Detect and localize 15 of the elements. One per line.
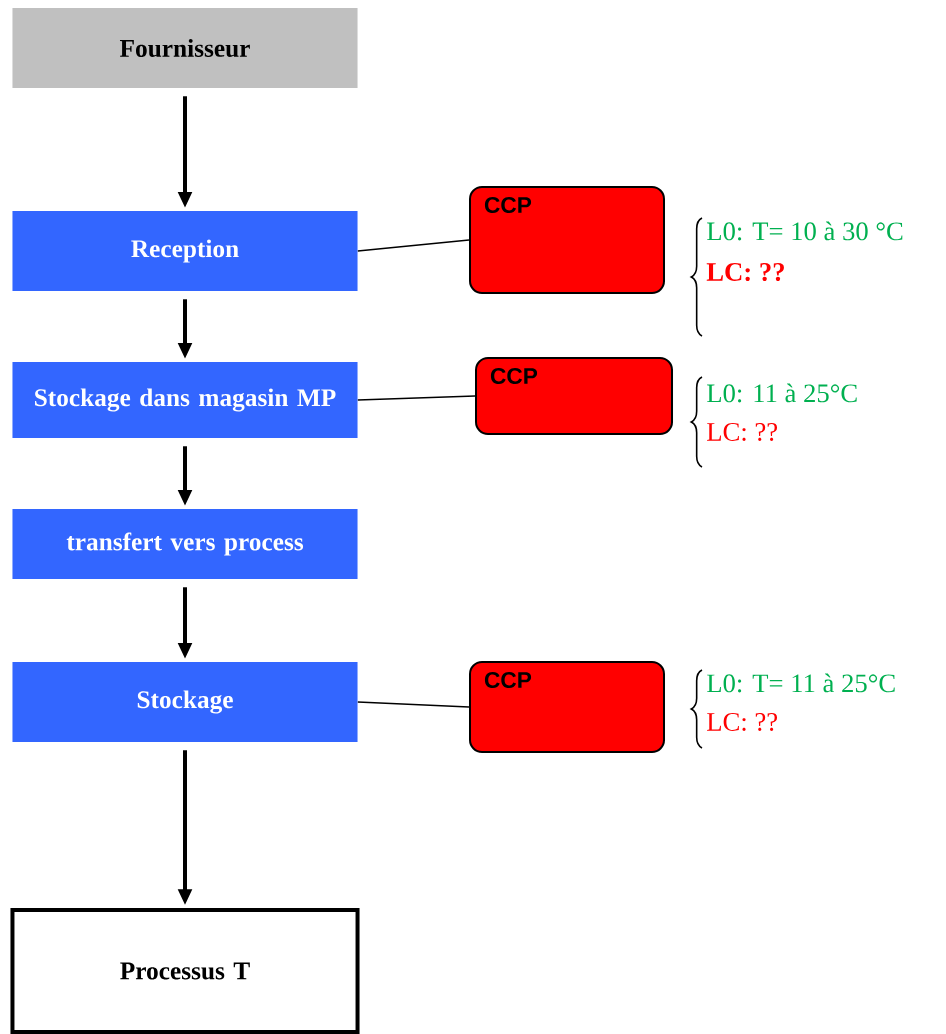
connector-line	[356, 395, 476, 401]
ccp-box: CCP	[475, 357, 673, 435]
limit-text: LC: ??	[706, 263, 784, 281]
process-box: Reception	[12, 211, 358, 291]
process-box: Stockage	[12, 662, 358, 742]
ccp-box: CCP	[469, 661, 665, 753]
connector-line	[356, 701, 470, 708]
process-box: Stockage dans magasin MP	[12, 362, 358, 438]
connector-line	[356, 239, 470, 252]
limit-text: LC: ??	[707, 423, 777, 441]
process-box: Fournisseur	[12, 8, 358, 88]
process-box: Processus T	[10, 908, 360, 1034]
process-box: transfert vers process	[12, 509, 358, 579]
ccp-box: CCP	[469, 186, 665, 294]
limit-text: LC: ??	[707, 713, 777, 731]
